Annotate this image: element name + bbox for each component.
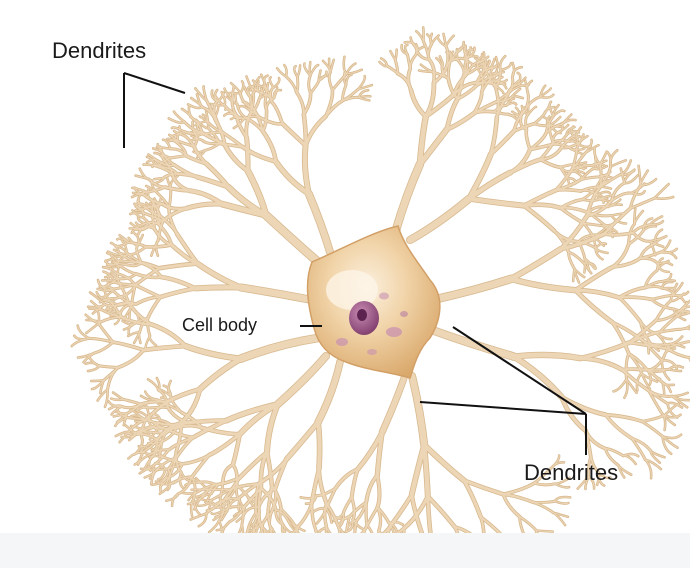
dendrite-segment: [412, 495, 422, 534]
dendrite-segment: [306, 116, 326, 145]
dendrite-segment: [247, 138, 248, 171]
dendrite-segment: [278, 356, 326, 404]
label-dendrites-top: Dendrites: [52, 40, 146, 62]
dendrite-segment: [526, 130, 530, 150]
dendrite-segment: [432, 330, 514, 357]
dendrite-segment: [195, 287, 241, 288]
dendrite-segment-outline: [623, 456, 635, 464]
organelle: [379, 293, 389, 300]
dendrite-segment: [604, 208, 630, 234]
leader-line-bottom-dendrites: [420, 402, 586, 414]
dendrite-segment: [91, 380, 103, 381]
organelle: [336, 338, 348, 346]
dendrite-segment: [390, 51, 395, 59]
dendrite-segment: [241, 338, 318, 359]
dendrite-segment: [580, 343, 629, 359]
dendrite-segment: [619, 298, 640, 322]
label-cell-body: Cell body: [182, 316, 257, 334]
dendrite-segment: [318, 422, 320, 468]
dendrite-segment: [511, 249, 561, 279]
dendrite-segment: [282, 124, 305, 146]
dendrite-segment: [160, 288, 195, 297]
dendrite-segment: [266, 215, 318, 262]
dendrite-segment-outline: [150, 336, 156, 346]
leader-line-top-dendrites: [124, 73, 185, 93]
dendrite-segment: [198, 264, 242, 288]
dendrite-segment: [318, 362, 340, 422]
dendrite-segment: [382, 378, 404, 432]
dendrite-segment: [396, 164, 420, 230]
dendrite-segment: [393, 495, 412, 524]
nucleolus: [357, 309, 367, 321]
dendrite-segment: [161, 277, 195, 288]
leader-line-bottom-dendrites: [453, 327, 586, 414]
dendrite-segment: [524, 206, 554, 231]
label-dendrites-bottom: Dendrites: [524, 462, 618, 484]
dendrite-segment: [410, 199, 469, 240]
dendrite-segment: [200, 359, 241, 389]
organelle: [386, 327, 402, 337]
dendrite-segment: [86, 322, 100, 333]
dendrite-segment: [611, 160, 626, 167]
dendrite-segment: [287, 422, 319, 459]
dendrite-segment: [424, 445, 464, 481]
dendrite-segment: [309, 194, 330, 252]
dendrite-segment-outline: [614, 379, 627, 391]
dendrite-segment: [622, 369, 650, 370]
dendrite-segment: [366, 502, 367, 524]
organelle: [367, 349, 377, 355]
dendrite-segment: [650, 369, 669, 370]
dendrite-segment: [113, 342, 144, 350]
footer-band: [0, 533, 690, 568]
dendrite-segment: [135, 285, 161, 297]
dendrite-segment: [642, 421, 662, 436]
dendrite-segment: [412, 445, 424, 495]
organelle: [400, 311, 408, 317]
dendrite-segment: [311, 81, 319, 94]
dendrite-segment: [151, 407, 168, 408]
dendrite-segment: [428, 496, 455, 527]
dendrite-segment: [446, 36, 454, 46]
dendrite-segment: [655, 184, 669, 198]
dendrite-segment: [151, 324, 185, 346]
dendrite-segment: [343, 497, 351, 513]
dendrite-segment: [432, 279, 511, 300]
dendrite-segment: [576, 267, 613, 290]
